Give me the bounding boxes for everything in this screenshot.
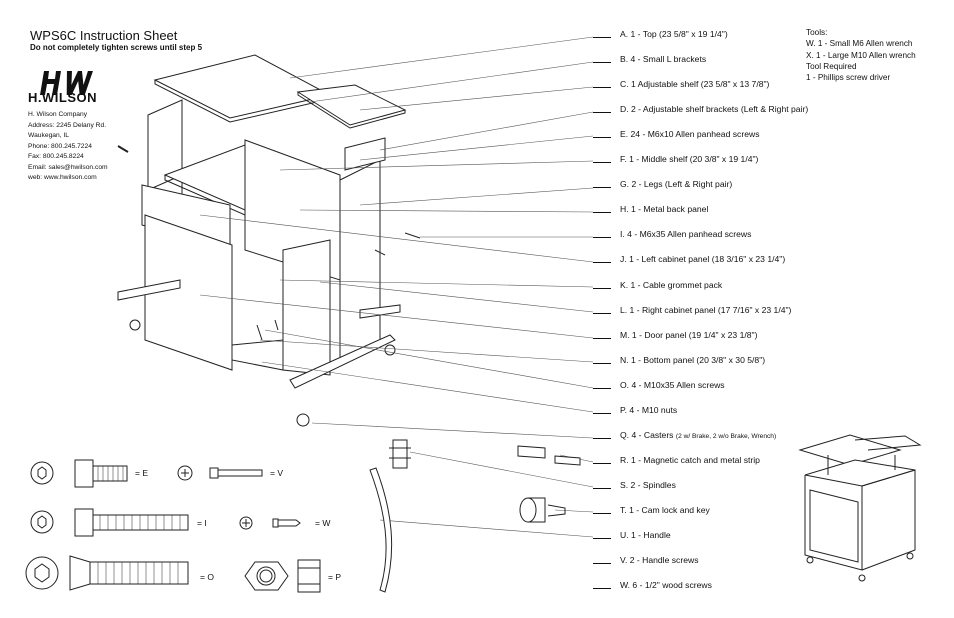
part-item: F. 1 - Middle shelf (20 3/8" x 19 1/4"): [620, 154, 758, 164]
hardware-label-p: = P: [328, 572, 341, 582]
company-city: Waukegan, IL: [28, 132, 70, 139]
brand-name: H.WILSON: [28, 90, 97, 105]
part-label: P. 4 - M10 nuts: [620, 405, 678, 415]
part-item: T. 1 - Cam lock and key: [620, 505, 710, 515]
hwilson-logo: [40, 71, 93, 95]
part-leader-dash: [593, 187, 611, 188]
part-label: M. 1 - Door panel (19 1/4" x 23 1/8"): [620, 330, 758, 340]
hardware-label-i: = I: [197, 518, 207, 528]
part-label: K. 1 - Cable grommet pack: [620, 280, 723, 290]
part-item: A. 1 - Top (23 5/8" x 19 1/4"): [620, 29, 728, 39]
part-leader-dash: [593, 388, 611, 389]
part-note: (2 w/ Brake, 2 w/o Brake, Wrench): [675, 433, 777, 440]
part-item: S. 2 - Spindles: [620, 480, 676, 490]
part-item: J. 1 - Left cabinet panel (18 3/16" x 23…: [620, 254, 785, 264]
part-item: W. 6 - 1/2" wood screws: [620, 580, 712, 590]
part-item: D. 2 - Adjustable shelf brackets (Left &…: [620, 104, 808, 114]
company-name: H. Wilson Company: [28, 111, 88, 118]
company-web: web: www.hwilson.com: [28, 174, 97, 181]
part-item: U. 1 - Handle: [620, 530, 671, 540]
part-label: J. 1 - Left cabinet panel (18 3/16" x 23…: [620, 254, 786, 264]
part-leader-dash: [593, 538, 611, 539]
tool-item: W. 1 - Small M6 Allen wrench: [806, 39, 913, 49]
part-label: I. 4 - M6x35 Allen panhead screws: [620, 229, 752, 239]
part-leader-dash: [593, 363, 611, 364]
hardware-label-e: = E: [135, 468, 148, 478]
part-label: U. 1 - Handle: [620, 530, 671, 540]
part-label: Q. 4 - Casters: [620, 430, 674, 440]
part-item: I. 4 - M6x35 Allen panhead screws: [620, 229, 751, 239]
part-label: H. 1 - Metal back panel: [620, 204, 709, 214]
part-leader-dash: [593, 313, 611, 314]
page-subtitle: Do not completely tighten screws until s…: [30, 43, 203, 52]
part-leader-dash: [593, 513, 611, 514]
tools-heading: Tools:: [806, 28, 828, 37]
part-label: D. 2 - Adjustable shelf brackets (Left &…: [620, 104, 809, 114]
company-fax: Fax: 800.245.8224: [28, 153, 84, 160]
part-leader-dash: [593, 438, 611, 439]
part-item: H. 1 - Metal back panel: [620, 204, 708, 214]
part-item: K. 1 - Cable grommet pack: [620, 280, 722, 290]
part-leader-dash: [593, 112, 611, 113]
part-leader-dash: [593, 288, 611, 289]
part-label: S. 2 - Spindles: [620, 480, 676, 490]
part-label: N. 1 - Bottom panel (20 3/8" x 30 5/8"): [620, 355, 766, 365]
part-label: T. 1 - Cam lock and key: [620, 505, 710, 515]
part-item: L. 1 - Right cabinet panel (17 7/16" x 2…: [620, 305, 791, 315]
part-leader-dash: [593, 37, 611, 38]
part-item: N. 1 - Bottom panel (20 3/8" x 30 5/8"): [620, 355, 765, 365]
part-item: B. 4 - Small L brackets: [620, 54, 706, 64]
phillips-head-icon: [177, 465, 193, 481]
page-title: WPS6C Instruction Sheet: [30, 28, 178, 43]
part-item: G. 2 - Legs (Left & Right pair): [620, 179, 732, 189]
part-leader-dash: [593, 212, 611, 213]
tool-item: X. 1 - Large M10 Allen wrench: [806, 50, 916, 60]
company-address: Address: 2245 Delany Rd.: [28, 121, 107, 129]
part-label: C. 1 Adjustable shelf (23 5/8" x 13 7/8"…: [620, 79, 770, 89]
part-leader-dash: [593, 62, 611, 63]
part-item: M. 1 - Door panel (19 1/4" x 23 1/8"): [620, 330, 757, 340]
part-leader-dash: [593, 563, 611, 564]
part-item: V. 2 - Handle screws: [620, 555, 699, 565]
hardware-label-w: = W: [315, 518, 331, 528]
part-label: R. 1 - Magnetic catch and metal strip: [620, 455, 760, 465]
part-leader-dash: [593, 413, 611, 414]
company-email: Email: sales@hwilson.com: [28, 163, 108, 171]
part-leader-dash: [593, 237, 611, 238]
part-item: O. 4 - M10x35 Allen screws: [620, 380, 725, 390]
part-label: F. 1 - Middle shelf (20 3/8" x 19 1/4"): [620, 154, 759, 164]
part-label: W. 6 - 1/2" wood screws: [620, 580, 712, 590]
part-label: E. 24 - M6x10 Allen panhead screws: [620, 129, 760, 139]
part-item: C. 1 Adjustable shelf (23 5/8" x 13 7/8"…: [620, 79, 769, 89]
hardware-label-v: = V: [270, 468, 283, 478]
part-item: E. 24 - M6x10 Allen panhead screws: [620, 129, 760, 139]
part-leader-dash: [593, 588, 611, 589]
company-phone: Phone: 800.245.7224: [28, 142, 92, 150]
tool-item: Tool Required: [806, 61, 857, 71]
part-leader-dash: [593, 162, 611, 163]
part-leader-dash: [593, 463, 611, 464]
part-label: O. 4 - M10x35 Allen screws: [620, 380, 725, 390]
company-info: H. Wilson Company Address: 2245 Delany R…: [28, 110, 108, 184]
part-label: L. 1 - Right cabinet panel (17 7/16" x 2…: [620, 305, 792, 315]
part-item: R. 1 - Magnetic catch and metal strip: [620, 455, 760, 465]
part-label: V. 2 - Handle screws: [620, 555, 699, 565]
hardware-label-o: = O: [200, 572, 214, 582]
part-leader-dash: [593, 87, 611, 88]
part-leader-dash: [593, 488, 611, 489]
part-leader-dash: [593, 338, 611, 339]
part-item: P. 4 - M10 nuts: [620, 405, 677, 415]
part-item: Q. 4 - Casters (2 w/ Brake, 2 w/o Brake,…: [620, 430, 776, 440]
part-label: A. 1 - Top (23 5/8" x 19 1/4"): [620, 29, 728, 39]
part-label: B. 4 - Small L brackets: [620, 54, 707, 64]
part-label: G. 2 - Legs (Left & Right pair): [620, 179, 733, 189]
tools-list: Tools: W. 1 - Small M6 Allen wrench X. 1…: [806, 27, 916, 83]
allen-head-icon: [30, 461, 54, 485]
tool-item: 1 - Phillips screw driver: [806, 73, 891, 83]
part-leader-dash: [593, 137, 611, 138]
part-leader-dash: [593, 262, 611, 263]
